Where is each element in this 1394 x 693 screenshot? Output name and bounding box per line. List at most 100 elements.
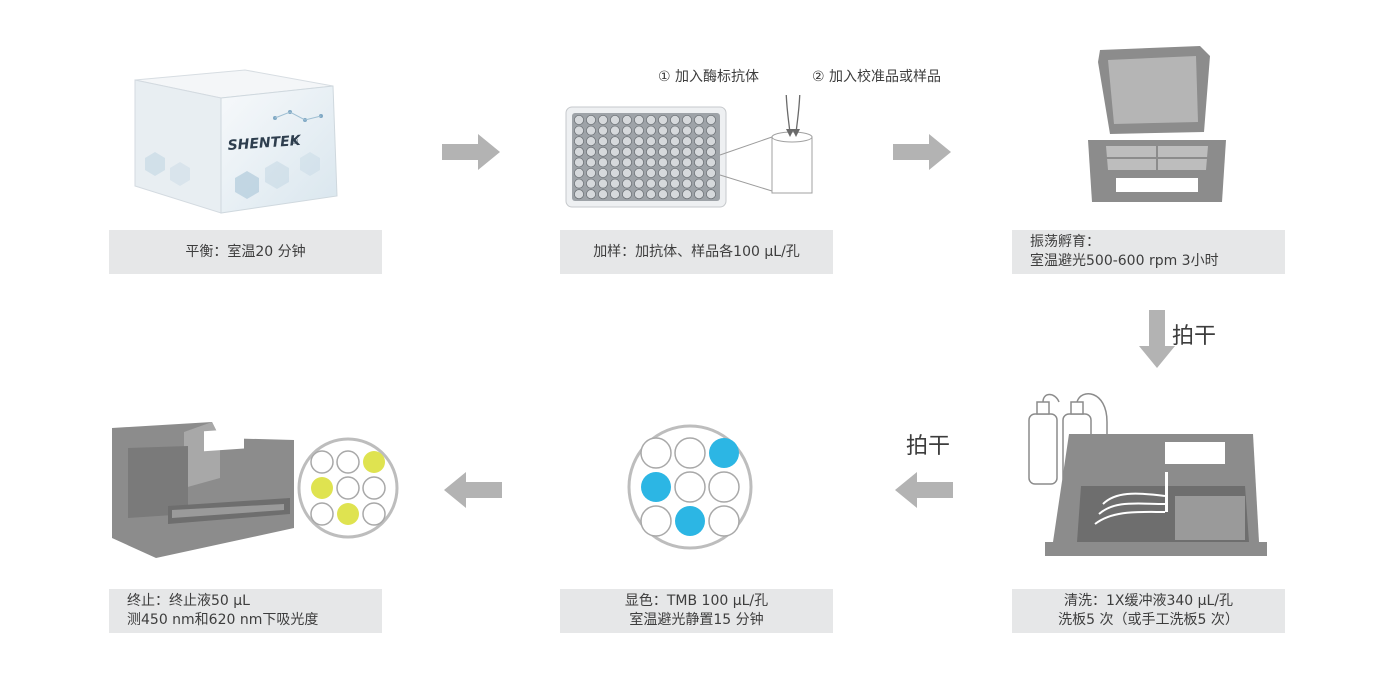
grid-well — [362, 502, 386, 526]
grid-well — [640, 505, 672, 537]
dry-label-1: 拍干 — [1172, 324, 1217, 349]
plate-well — [598, 178, 609, 189]
plate-well — [658, 189, 669, 200]
plate-well — [573, 189, 584, 200]
arrow-left-icon — [444, 472, 502, 508]
plate-well — [658, 157, 669, 168]
arrow-right-icon — [893, 134, 951, 170]
plate-well — [658, 125, 669, 136]
plate-well — [646, 125, 657, 136]
plate-well — [670, 125, 681, 136]
plate-well — [634, 178, 645, 189]
grid-well — [675, 506, 705, 536]
plate-well — [622, 136, 633, 147]
plate-well — [670, 178, 681, 189]
kit-box-illustration: SHENTEK ® — [134, 69, 338, 214]
plate-well — [682, 136, 693, 147]
plate-well — [658, 178, 669, 189]
kit-brand-text: SHENTEK — [227, 133, 302, 154]
plate-well — [682, 125, 693, 136]
caption-line: 振荡孵育： — [1030, 234, 1100, 250]
caption-line: 平衡：室温20 分钟 — [185, 243, 306, 260]
plate-well — [693, 136, 704, 147]
plate-well — [598, 136, 609, 147]
plate-well — [658, 146, 669, 157]
plate-well — [682, 168, 693, 179]
grid-well — [362, 476, 386, 500]
plate-well — [682, 189, 693, 200]
plate-well — [622, 178, 633, 189]
plate-well — [705, 168, 716, 179]
plate-well — [610, 189, 621, 200]
plate-well — [705, 114, 716, 125]
grid-well — [337, 503, 359, 525]
grid-well — [310, 502, 334, 526]
plate-well — [585, 146, 596, 157]
plate-well — [598, 168, 609, 179]
plate-well — [682, 157, 693, 168]
plate-well — [573, 168, 584, 179]
plate-well — [705, 146, 716, 157]
plate-well — [705, 189, 716, 200]
plate-well — [693, 178, 704, 189]
plate-well — [610, 178, 621, 189]
plate-well — [573, 136, 584, 147]
plate-well — [585, 157, 596, 168]
step-incubate-caption: 振荡孵育：室温避光500-600 rpm 3小时 — [1012, 230, 1285, 274]
plate-well — [646, 178, 657, 189]
caption-line: 显色：TMB 100 µL/孔 — [624, 593, 769, 609]
arrow-right-icon — [442, 134, 500, 170]
plate-well — [646, 114, 657, 125]
plate-well — [573, 157, 584, 168]
plate-well — [585, 114, 596, 125]
plate-well — [573, 178, 584, 189]
plate-well — [622, 189, 633, 200]
plate-well — [646, 146, 657, 157]
arrow-left-icon — [895, 472, 953, 508]
plate-well — [622, 125, 633, 136]
step-equilibrate-caption: 平衡：室温20 分钟 — [109, 230, 382, 274]
plate-well — [646, 136, 657, 147]
plate-well — [634, 136, 645, 147]
plate-well — [682, 114, 693, 125]
annotation-sample: ② 加入校准品或样品 — [812, 69, 942, 85]
caption-line: 洗板5 次（或手工洗板5 次） — [1058, 612, 1239, 628]
plate-well — [610, 146, 621, 157]
plate-well — [634, 157, 645, 168]
plate-well — [705, 157, 716, 168]
plate-well — [598, 189, 609, 200]
plate-well — [585, 125, 596, 136]
arrow-down-icon — [1139, 310, 1175, 368]
plate-well — [598, 114, 609, 125]
plate-well — [670, 146, 681, 157]
plate-well — [622, 146, 633, 157]
plate-well — [646, 157, 657, 168]
grid-well — [336, 450, 360, 474]
plate-well — [634, 125, 645, 136]
plate-well — [693, 125, 704, 136]
caption-line: 室温避光静置15 分钟 — [629, 612, 764, 628]
plate-well — [705, 178, 716, 189]
plate-well — [670, 168, 681, 179]
grid-well — [336, 476, 360, 500]
plate-well — [622, 168, 633, 179]
plate-well — [585, 178, 596, 189]
plate-well — [705, 136, 716, 147]
plate-well — [682, 146, 693, 157]
microplate-illustration — [565, 95, 813, 208]
plate-well — [658, 136, 669, 147]
plate-well — [622, 114, 633, 125]
grid-well — [708, 471, 740, 503]
kit-reg-mark: ® — [291, 137, 299, 146]
grid-well — [674, 437, 706, 469]
plate-well — [670, 114, 681, 125]
plate-well — [646, 168, 657, 179]
plate-well — [585, 189, 596, 200]
tmb-wells-illustration — [627, 424, 753, 550]
plate-well — [610, 114, 621, 125]
plate-washer-illustration — [1028, 393, 1267, 556]
plate-well — [693, 114, 704, 125]
plate-well — [646, 189, 657, 200]
plate-well — [610, 136, 621, 147]
dry-label-2: 拍干 — [906, 434, 951, 459]
